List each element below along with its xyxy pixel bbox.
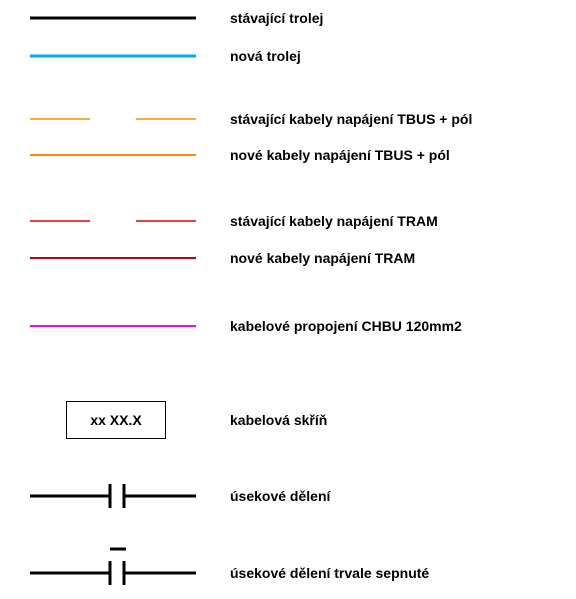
legend-label-cable-box: kabelová skříň — [230, 412, 328, 428]
legend-label-section-break-closed: úsekové dělení trvale sepnuté — [230, 565, 430, 581]
legend-label-section-break: úsekové dělení — [230, 488, 331, 504]
legend-label-existing-trolley: stávající trolej — [230, 10, 324, 26]
cable-box-symbol-text: xx XX.X — [90, 412, 142, 428]
section-break-closed-symbol — [30, 547, 196, 585]
cable-box-symbol: xx XX.X — [66, 401, 166, 439]
legend-label-chbu-connection: kabelové propojení CHBU 120mm2 — [230, 318, 462, 334]
legend-label-existing-tram-cables: stávající kabely napájení TRAM — [230, 213, 438, 229]
legend-label-new-tram-cables: nové kabely napájení TRAM — [230, 250, 416, 266]
legend-label-new-tbus-cables: nové kabely napájení TBUS + pól — [230, 147, 450, 163]
legend-label-new-trolley: nová trolej — [230, 48, 301, 64]
section-break-symbol — [30, 484, 196, 508]
legend-label-existing-tbus-cables: stávající kabely napájení TBUS + pól — [230, 111, 473, 127]
